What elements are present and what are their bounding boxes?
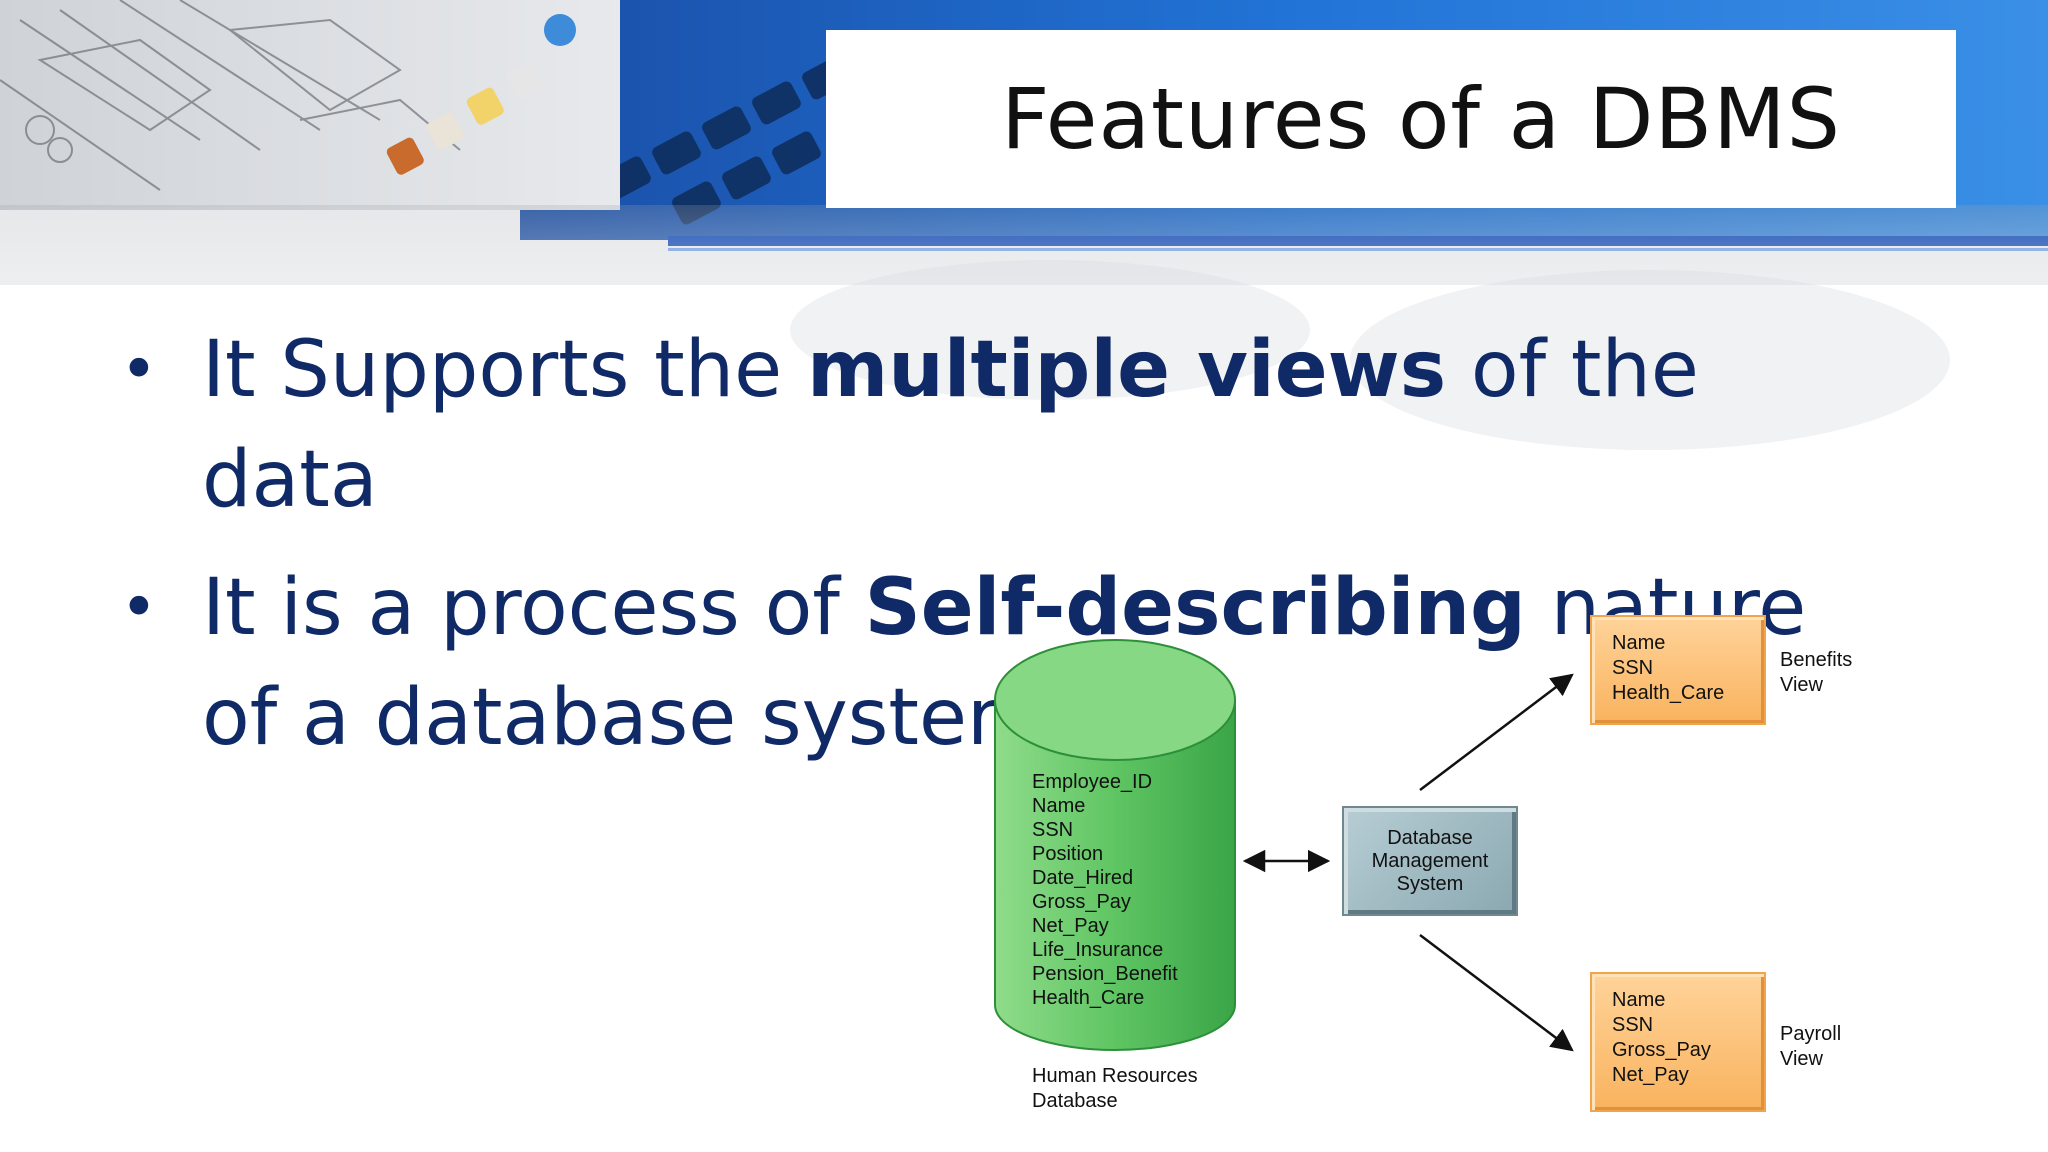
benefits-view-label: Benefits View [1780,649,1853,696]
blueprint-lines [0,0,461,191]
database-field: Position [1032,843,1104,865]
database-fields: Employee_ID Name SSN Position Date_Hired… [1032,770,1178,1010]
payroll-view-label: Payroll View [1780,1023,1842,1070]
database-field: Name [1032,795,1086,817]
database-field: Employee_ID [1032,771,1153,793]
database-field: Health_Care [1032,987,1145,1009]
bullet-dot-icon: • [120,571,158,645]
database-cylinder-icon [994,639,1236,1051]
bullet-text: It Supports the multiple views of the da… [202,325,1699,525]
database-field: SSN [1032,819,1074,841]
arrow-to-benefits-view [1419,673,1574,791]
bullet-dot-icon: • [120,333,158,407]
slide-title: Features of a DBMS [1001,70,1841,168]
database-field: Life_Insurance [1032,939,1164,961]
dbms-box: Database Management System [1342,806,1518,916]
database-field: Date_Hired [1032,867,1134,889]
database-field: Net_Pay [1032,915,1109,937]
bullet-item: • It Supports the multiple views of the … [110,315,1890,535]
database-field: Pension_Benefit [1032,963,1178,985]
dock-icons [386,14,576,175]
title-box: Features of a DBMS [826,30,1956,208]
database-caption: Human Resources Database [1032,1065,1198,1112]
payroll-view-box: Name SSN Gross_Pay Net_Pay [1590,972,1766,1112]
arrow-to-payroll-view [1419,934,1574,1052]
database-field: Gross_Pay [1032,891,1131,913]
benefits-view-box: Name SSN Health_Care [1590,615,1766,725]
